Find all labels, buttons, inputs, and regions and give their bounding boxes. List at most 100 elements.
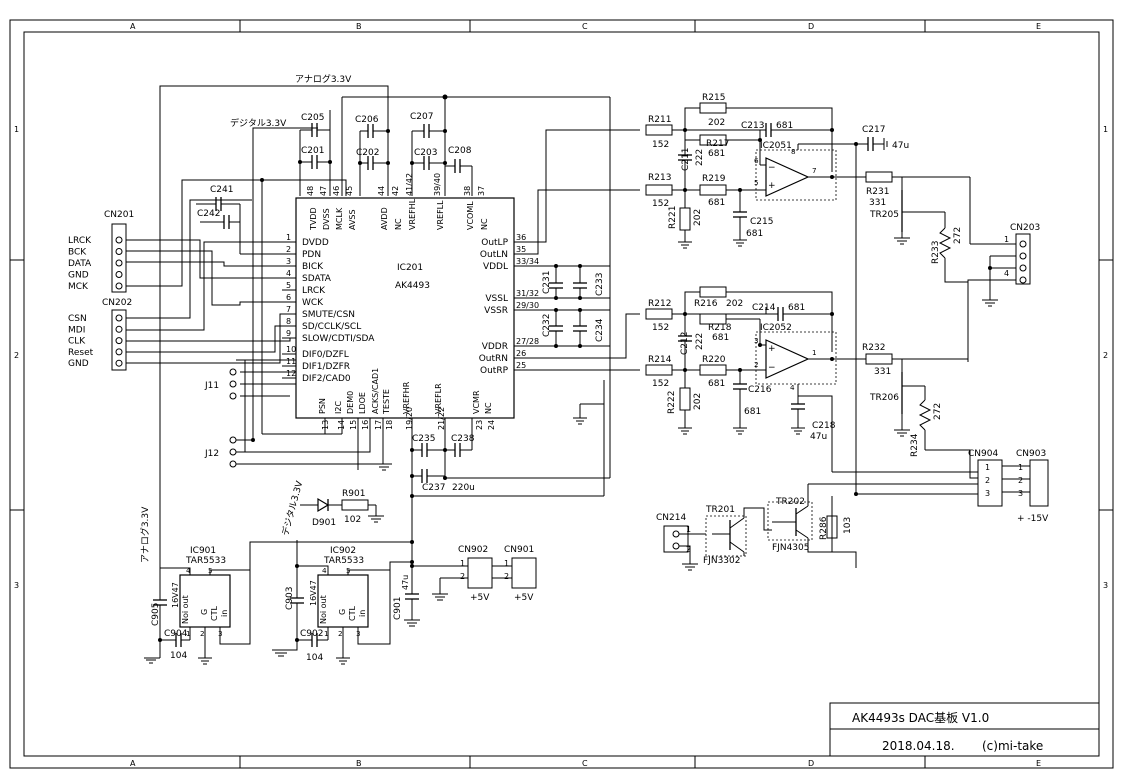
ic201-pin-number: 4	[286, 269, 291, 278]
ic201-pin-number: 11	[286, 357, 296, 366]
cn903-pin1: 1	[1018, 463, 1023, 472]
connector-pin-label: GND	[68, 271, 89, 281]
connector-pin	[115, 259, 123, 267]
r221-value: 202	[693, 209, 703, 226]
ic201-pin-number: 23	[475, 420, 484, 430]
ic201-pin-name: OutRP	[480, 366, 509, 376]
ic201-pin-number: 7	[286, 305, 291, 314]
cn902-net: +5V	[470, 593, 490, 603]
ic2051-pin6: 6	[754, 156, 759, 165]
r231-label: R231	[866, 187, 889, 197]
r286-label: R286	[819, 516, 829, 540]
cn903-pin2: 2	[1018, 476, 1023, 485]
ic201-pin-number: 17	[374, 420, 383, 430]
ic201-pin-name: OutLN	[480, 250, 508, 260]
c217-label: C217	[862, 125, 885, 135]
ic201-pin-name: TESTE	[382, 389, 391, 415]
r219-value: 681	[708, 198, 725, 208]
ic201-pin-name: DIF1/DZFR	[302, 362, 350, 372]
ic201-pin-number: 1	[286, 233, 291, 242]
r232-label: R232	[862, 343, 885, 353]
cn903-ref: CN903	[1016, 449, 1046, 459]
c237-label: C237	[422, 483, 445, 493]
row-label-1-right: 1	[1103, 125, 1108, 134]
ic201-pin-name: VSSL	[485, 294, 508, 304]
r232	[865, 353, 893, 365]
r217-value: 681	[708, 149, 725, 159]
r217-label: R217	[706, 139, 729, 149]
c206-label: C206	[355, 115, 379, 125]
col-label-c-bottom: C	[582, 759, 588, 768]
inner-frame	[23, 31, 1100, 757]
connector-pin-label: MDI	[68, 325, 85, 335]
col-label-d-top: D	[808, 22, 814, 31]
ic201-pin-number: 12	[286, 369, 296, 378]
ic201-right-pins: OutLP36OutLN35VDDL33/34VSSL31/32VSSR29/3…	[479, 233, 539, 376]
left-output-stage: R211 152 R213 152 R215 202 C211 222 R221…	[514, 93, 1016, 494]
r212-value: 152	[652, 323, 669, 333]
tr205-label: TR205	[869, 210, 899, 220]
ic201-pin-name: LRCK	[302, 286, 326, 296]
c231-label: C231	[542, 271, 552, 294]
cn902-pin2: 2	[460, 572, 465, 581]
r211	[645, 124, 673, 136]
c902-label: C902	[300, 629, 323, 639]
c212-value: 222	[695, 333, 705, 350]
ic901-pin4: 4	[186, 566, 191, 575]
ic901-pin-noiout: Noi out	[181, 595, 190, 624]
ic201-top-pins: 48TVDD47DVSS46MCLK45AVSS44AVDD42NC41/42V…	[306, 173, 489, 231]
r215-value: 202	[708, 118, 725, 128]
ic201-pin-number: 24	[487, 420, 496, 430]
svg-text:−: −	[768, 163, 776, 173]
ic201-pin-number: 36	[516, 233, 526, 242]
ic201-pin-name: NC	[484, 402, 493, 414]
vdd-caps: C231 C233 C232 C234	[514, 264, 610, 425]
connector-pin	[115, 282, 123, 290]
r221-label: R221	[668, 206, 678, 229]
col-label-b-bottom: B	[356, 759, 362, 768]
r286	[826, 515, 838, 539]
ic201-pin-name: WCK	[302, 298, 324, 308]
c905-label: C905	[151, 603, 161, 626]
c902-value: 104	[306, 653, 323, 663]
col-label-d-bottom: D	[808, 759, 814, 768]
ic201-pin-name: DEM0	[346, 391, 355, 414]
r222-value: 202	[693, 393, 703, 410]
connector-pin	[115, 325, 123, 333]
connector-pin-label: BCK	[68, 248, 87, 258]
row-label-3-left: 3	[14, 581, 19, 590]
c201-label: C201	[301, 146, 324, 156]
r218-value: 681	[712, 333, 729, 343]
ic201-pin-name: LDOE	[358, 392, 367, 414]
ic201-pin-number: 16	[361, 420, 370, 430]
ic201-pin-name: SD/CCLK/SCL	[302, 322, 361, 332]
r220-value: 681	[708, 379, 725, 389]
ic201-pin-name: DIF0/DZFL	[302, 350, 349, 360]
r222	[679, 387, 691, 411]
ic2052-pin2: 2	[754, 360, 759, 369]
cn904-pin3: 3	[985, 489, 990, 498]
cn904-ref: CN904	[968, 449, 998, 459]
ic201-pin-name: VREFHR	[402, 381, 411, 414]
ic201-pin-name: ACKS/CAD1	[371, 368, 380, 414]
ic201-pin-name: VDDR	[482, 342, 508, 352]
r231-value: 331	[869, 198, 886, 208]
ic201-pin-number: 9	[286, 329, 291, 338]
r215	[699, 102, 727, 114]
c205-label: C205	[301, 113, 324, 123]
ic2051-pin5: 5	[754, 178, 759, 187]
cn214-ref: CN214	[656, 513, 686, 523]
ic901-pin2: 2	[200, 629, 205, 638]
r219-label: R219	[702, 174, 726, 184]
c218-label: C218	[812, 421, 836, 431]
ic201-pin-number: 41/42	[405, 173, 414, 196]
r214	[645, 364, 673, 376]
ic201-pin-name: VCOML	[466, 201, 475, 230]
svg-text:+: +	[768, 181, 776, 191]
r220-label: R220	[702, 355, 726, 365]
ic201-pin-number: 39/40	[433, 173, 442, 196]
ic201-pin-number: 42	[391, 186, 400, 196]
c903-value: 16V47	[309, 580, 318, 606]
ic201-pin-number: 29/30	[516, 301, 539, 310]
